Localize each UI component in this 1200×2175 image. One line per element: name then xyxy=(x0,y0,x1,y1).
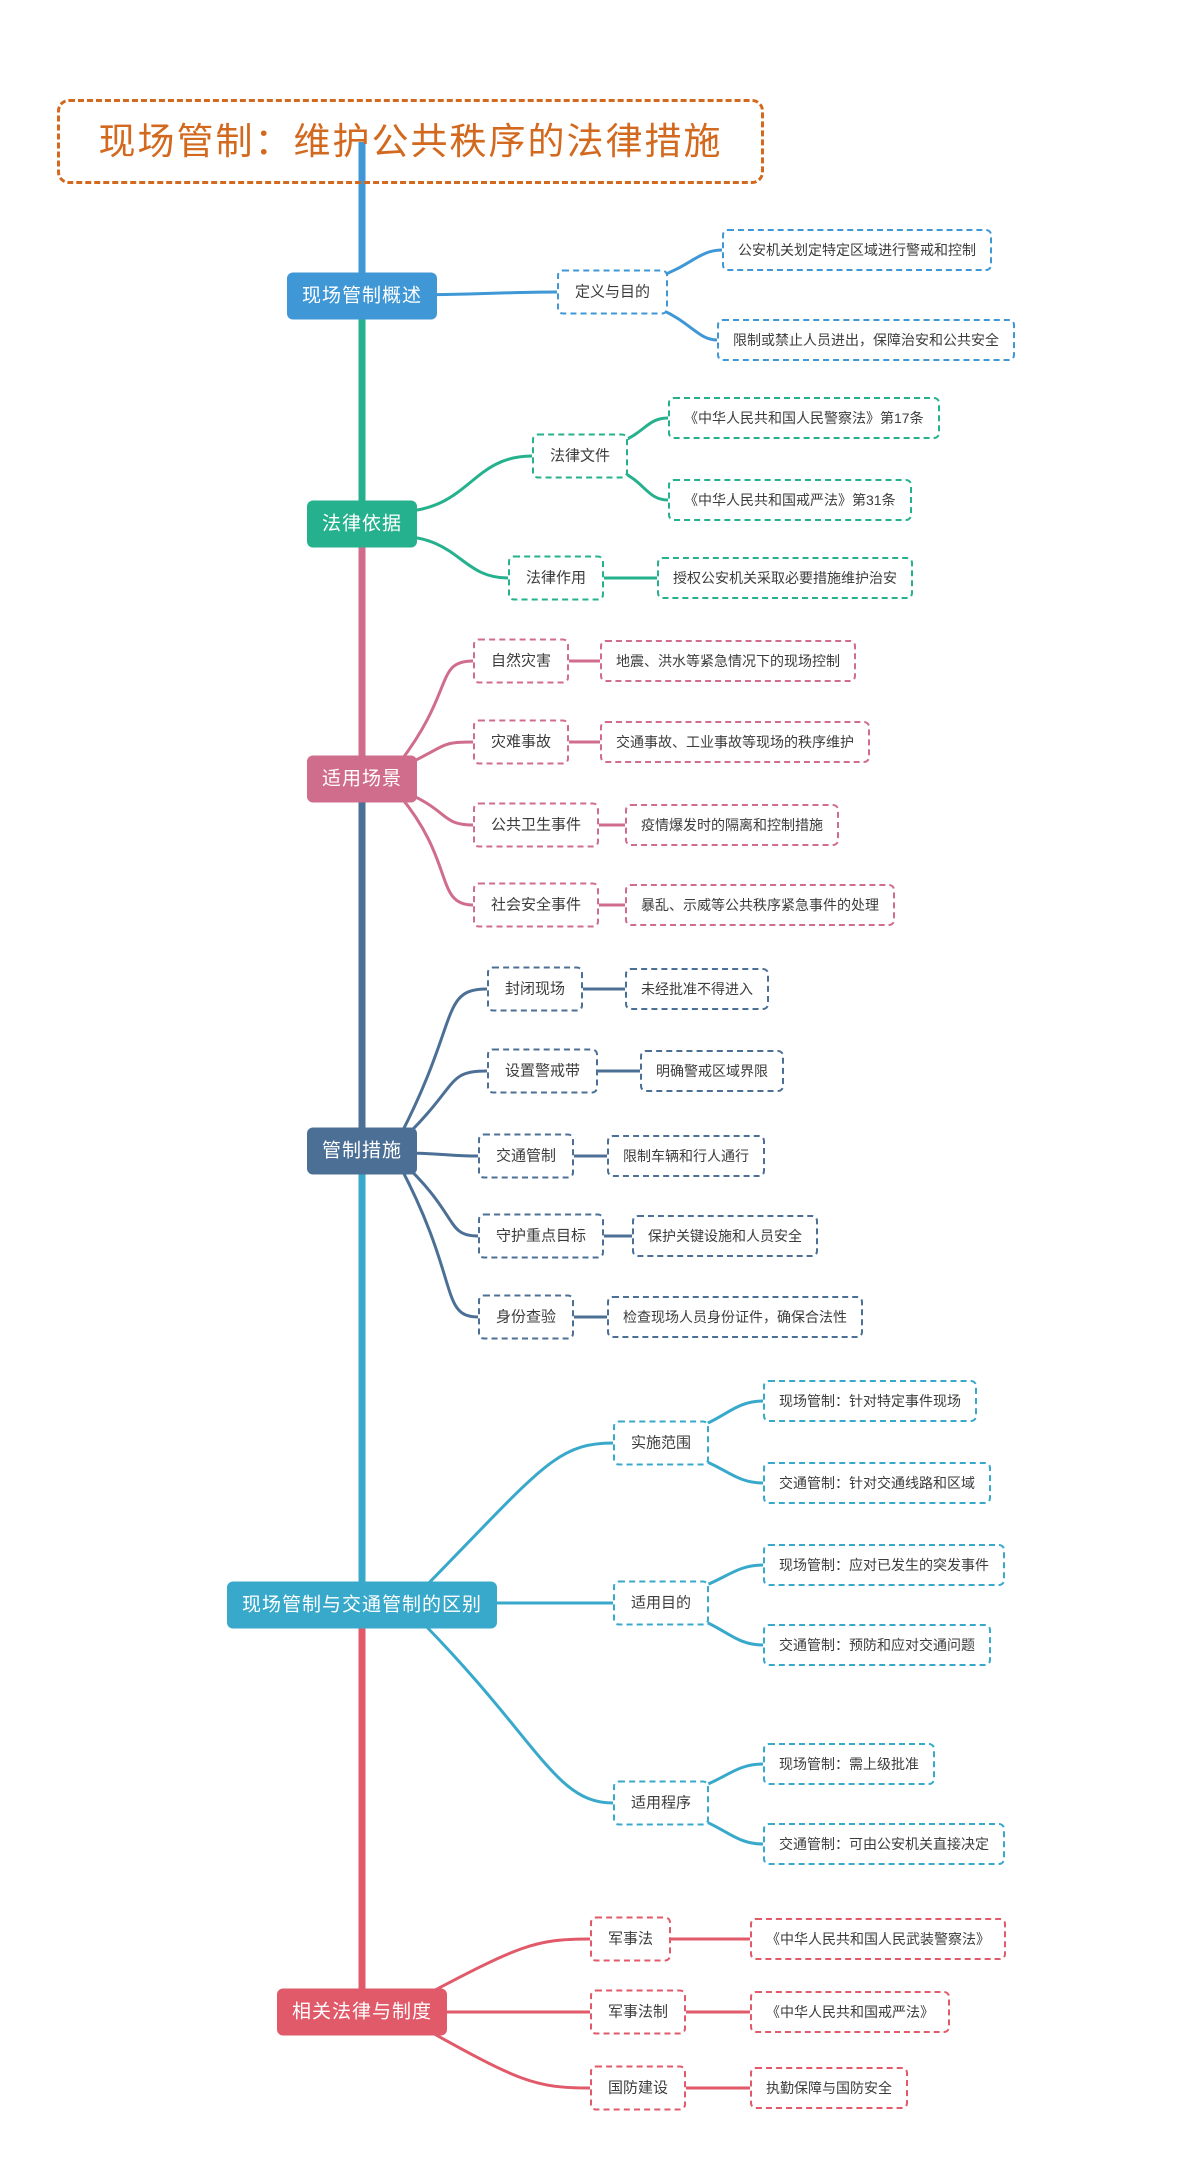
subtopic-identity-check[interactable]: 身份查验 xyxy=(478,1294,575,1340)
subtopic-traffic-control[interactable]: 交通管制 xyxy=(478,1133,575,1179)
main-topic-legal-basis[interactable]: 法律依据 xyxy=(306,500,418,548)
subtopic-natural-disaster[interactable]: 自然灾害 xyxy=(473,638,570,684)
leaf-node[interactable]: 暴乱、示威等公共秩序紧急事件的处理 xyxy=(625,884,895,926)
leaf-node[interactable]: 交通管制：针对交通线路和区域 xyxy=(763,1462,991,1504)
leaf-node[interactable]: 现场管制：针对特定事件现场 xyxy=(763,1380,977,1422)
root-title[interactable]: 现场管制：维护公共秩序的法律措施 xyxy=(57,99,764,184)
leaf-node[interactable]: 执勤保障与国防安全 xyxy=(750,2067,908,2109)
main-topic-comparison[interactable]: 现场管制与交通管制的区别 xyxy=(226,1581,498,1629)
subtopic-disaster-accident[interactable]: 灾难事故 xyxy=(473,719,570,765)
leaf-node[interactable]: 现场管制：应对已发生的突发事件 xyxy=(763,1544,1005,1586)
main-topic-measures[interactable]: 管制措施 xyxy=(306,1127,418,1175)
leaf-node[interactable]: 交通事故、工业事故等现场的秩序维护 xyxy=(600,721,870,763)
leaf-node[interactable]: 现场管制：需上级批准 xyxy=(763,1743,935,1785)
leaf-node[interactable]: 交通管制：可由公安机关直接决定 xyxy=(763,1823,1005,1865)
leaf-node[interactable]: 授权公安机关采取必要措施维护治安 xyxy=(657,557,913,599)
subtopic-scope[interactable]: 实施范围 xyxy=(613,1420,710,1466)
leaf-node[interactable]: 限制或禁止人员进出，保障治安和公共安全 xyxy=(717,319,1015,361)
branch-comparison-connectors xyxy=(358,1151,764,1846)
subtopic-social-security[interactable]: 社会安全事件 xyxy=(473,882,600,928)
leaf-node[interactable]: 交通管制：预防和应对交通问题 xyxy=(763,1624,991,1666)
subtopic-national-defense[interactable]: 国防建设 xyxy=(590,2065,687,2111)
subtopic-definition-purpose[interactable]: 定义与目的 xyxy=(557,269,669,315)
leaf-node[interactable]: 检查现场人员身份证件，确保合法性 xyxy=(607,1296,863,1338)
leaf-node[interactable]: 限制车辆和行人通行 xyxy=(607,1135,765,1177)
subtopic-military-law[interactable]: 军事法 xyxy=(590,1916,672,1962)
leaf-node[interactable]: 疫情爆发时的隔离和控制措施 xyxy=(625,804,839,846)
subtopic-close-scene[interactable]: 封闭现场 xyxy=(487,966,584,1012)
leaf-node[interactable]: 保护关键设施和人员安全 xyxy=(632,1215,818,1257)
main-topic-overview[interactable]: 现场管制概述 xyxy=(286,272,438,320)
leaf-node[interactable]: 公安机关划定特定区域进行警戒和控制 xyxy=(722,229,992,271)
leaf-node[interactable]: 《中华人民共和国戒严法》 xyxy=(750,1991,950,2033)
subtopic-guard-targets[interactable]: 守护重点目标 xyxy=(478,1213,605,1259)
leaf-node[interactable]: 未经批准不得进入 xyxy=(625,968,769,1010)
subtopic-purpose[interactable]: 适用目的 xyxy=(613,1580,710,1626)
leaf-node[interactable]: 《中华人民共和国人民警察法》第17条 xyxy=(668,397,940,439)
subtopic-procedure[interactable]: 适用程序 xyxy=(613,1780,710,1826)
subtopic-legal-function[interactable]: 法律作用 xyxy=(508,555,605,601)
main-topic-scenarios[interactable]: 适用场景 xyxy=(306,755,418,803)
leaf-node[interactable]: 《中华人民共和国戒严法》第31条 xyxy=(668,479,912,521)
main-topic-related-laws[interactable]: 相关法律与制度 xyxy=(276,1988,448,2036)
subtopic-military-legal-system[interactable]: 军事法制 xyxy=(590,1989,687,2035)
subtopic-public-health[interactable]: 公共卫生事件 xyxy=(473,802,600,848)
leaf-node[interactable]: 明确警戒区域界限 xyxy=(640,1050,784,1092)
leaf-node[interactable]: 《中华人民共和国人民武装警察法》 xyxy=(750,1918,1006,1960)
subtopic-cordon[interactable]: 设置警戒带 xyxy=(487,1048,599,1094)
leaf-node[interactable]: 地震、洪水等紧急情况下的现场控制 xyxy=(600,640,856,682)
subtopic-legal-documents[interactable]: 法律文件 xyxy=(532,433,629,479)
